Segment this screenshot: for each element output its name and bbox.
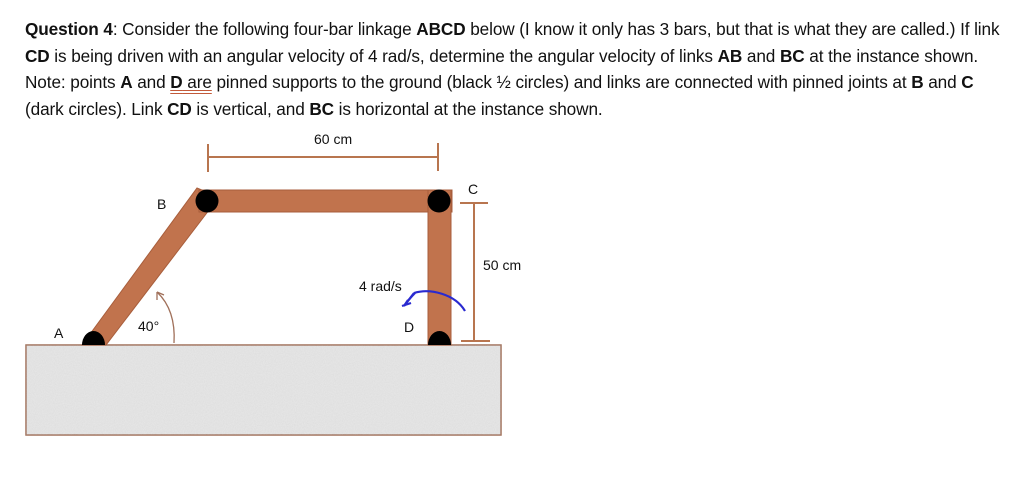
question-text-run: AB	[717, 45, 743, 66]
question-text-run: pinned supports to the ground (black ½ c…	[211, 72, 912, 92]
ground-block	[25, 344, 502, 436]
angular-velocity-label: 4 rad/s	[359, 278, 402, 294]
question-text-run: A	[120, 72, 133, 92]
ground-pin-d	[428, 331, 451, 345]
pin-joint-c	[427, 189, 451, 213]
question-text-run: CD	[25, 45, 50, 66]
dimension-bc-label: 60 cm	[314, 131, 352, 147]
question-text-run: ABCD	[416, 19, 466, 39]
question-text-run: is horizontal at the instance shown.	[333, 98, 603, 119]
angular-velocity-arrow-icon	[413, 290, 466, 312]
dimension-cd	[460, 202, 490, 342]
question-text-run: and	[923, 72, 962, 92]
ground-pin-a	[82, 331, 105, 345]
link-bc	[198, 189, 453, 213]
pin-joint-b	[195, 189, 219, 213]
angle-arc-icon	[156, 291, 175, 344]
point-label-a: A	[54, 325, 64, 341]
dimension-bc	[207, 143, 439, 172]
question-text-run: : Consider the following four-bar linkag…	[112, 19, 417, 39]
question-text: Question 4: Consider the following four-…	[25, 16, 1010, 122]
question-text-run: BC	[779, 45, 805, 66]
point-label-b: B	[157, 196, 166, 212]
question-text-run: (dark circles). Link	[25, 98, 168, 119]
question-text-run: below (I know it only has 3 bars, but th…	[465, 19, 1000, 39]
question-text-run: Question 4	[25, 19, 113, 39]
point-label-d: D	[404, 319, 414, 335]
angle-arrowhead-icon	[156, 291, 165, 300]
question-text-run: is being driven with an angular velocity…	[49, 45, 718, 66]
question-text-run: C	[961, 72, 974, 92]
angular-velocity-arrow-tail	[403, 292, 416, 307]
dimension-cd-label: 50 cm	[483, 257, 521, 273]
question-text-run: and	[132, 72, 171, 92]
question-text-run: at the instance shown. Note: points	[25, 45, 979, 93]
angle-label: 40°	[138, 318, 159, 334]
question-text-run: BC	[309, 98, 334, 119]
question-text-run: CD	[167, 98, 192, 119]
question-text-run: D	[170, 72, 183, 92]
link-cd	[427, 189, 452, 346]
question-text-run: and	[742, 45, 780, 66]
question-text-run: is vertical, and	[191, 98, 310, 119]
question-text-run: B	[911, 72, 924, 92]
point-label-c: C	[468, 181, 478, 197]
question-text-run: are	[182, 72, 212, 92]
